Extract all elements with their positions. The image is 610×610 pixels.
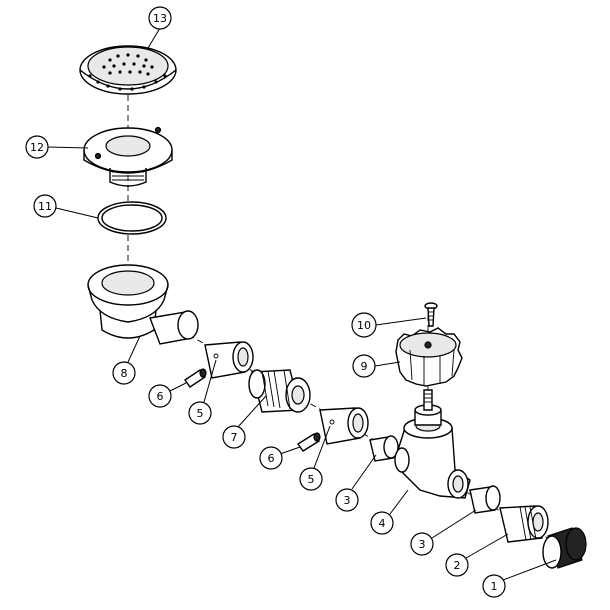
callout-3b-label: 3 [419,538,426,551]
part-5b-coupling [319,407,369,445]
callout-12-label: 12 [30,141,44,154]
part-6b-set-screw [296,432,321,452]
callout-7: 7 [222,395,267,449]
callout-13-label: 13 [153,12,167,25]
callout-1-label: 1 [491,580,498,593]
part-13-grate [79,45,177,95]
part-7-threaded-fitting [248,369,311,413]
callout-10: 10 [351,312,427,338]
callout-4: 4 [370,489,409,535]
callout-3a: 3 [335,454,377,512]
callout-6a-label: 6 [157,390,164,403]
callout-1: 1 [482,559,557,598]
part-9-knob [395,327,463,387]
callout-3b: 3 [410,509,477,556]
callout-10-label: 10 [357,319,371,332]
part-10-screw [424,302,438,327]
callout-5a-label: 5 [197,407,204,420]
callout-4-label: 4 [379,517,386,530]
part-4-valve-body [394,404,471,499]
callout-6b: 6 [259,446,301,470]
callout-9-label: 9 [361,360,368,373]
callout-5a: 5 [188,359,217,425]
part-6a-set-screw [184,368,207,388]
part-3b-spacer [469,485,501,514]
callout-5b: 5 [299,425,331,491]
part-8-drain-body [87,264,199,345]
callout-6a: 6 [148,382,187,408]
part-11-gasket [97,201,167,235]
part-5a-coupling [204,341,254,379]
callout-12: 12 [25,135,89,159]
callout-2: 2 [445,533,509,577]
part-12-flange [83,126,173,187]
callout-5b-label: 5 [308,473,315,486]
callout-7-label: 7 [231,431,238,444]
part-2-threaded-adapter [499,505,549,543]
part-1-cap [542,527,587,569]
callout-2-label: 2 [454,559,461,572]
callout-8-label: 8 [121,367,128,380]
callout-11: 11 [33,194,99,219]
callout-3a-label: 3 [344,494,351,507]
callout-9: 9 [352,354,401,378]
callout-11-label: 11 [38,200,52,213]
callout-13: 13 [147,6,172,49]
callout-8: 8 [112,335,141,385]
valve-stem [423,389,433,411]
callout-6b-label: 6 [268,452,275,465]
